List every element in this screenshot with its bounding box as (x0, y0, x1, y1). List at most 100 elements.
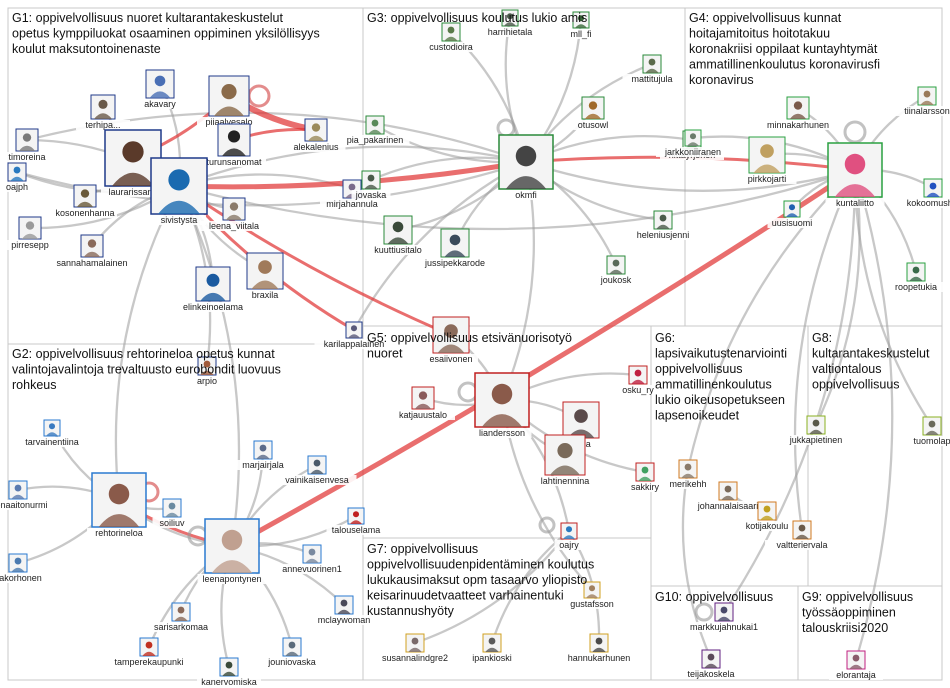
node-leenaaitonurmi: leenaaitonurmi (0, 480, 55, 510)
node-label-bg (622, 74, 682, 84)
node-label-bg (199, 221, 269, 231)
node-avatar-icon (491, 383, 513, 405)
node-label-bg (889, 282, 943, 292)
node-avatar-icon (206, 273, 220, 287)
node-hannukarhunen: hannukarhunen (564, 633, 634, 663)
node-pirresepp: pirresepp (5, 216, 55, 250)
group-title-line: lukio oikeusopetukseen (655, 393, 785, 407)
node-label: marjairjala (242, 460, 284, 470)
edge (853, 169, 894, 661)
node-otusowl: otusowl (573, 96, 613, 130)
node-label-bg (625, 482, 665, 492)
node-avatar-icon-body (11, 494, 25, 499)
node-label: tuomolap (913, 436, 950, 446)
node-avatar-icon (763, 505, 771, 513)
node-label-bg (197, 117, 261, 127)
node-label-bg (245, 290, 285, 300)
node-label: sivistysta (161, 215, 198, 225)
node-kosonenhanna: kosonenhanna (53, 184, 117, 218)
node-elinkeinoelama: elinkeinoelama (176, 266, 250, 312)
node-label: arpio (197, 376, 217, 386)
node-avatar-icon (258, 260, 272, 274)
node-label: tarvainentiina (25, 437, 79, 447)
node-avatar-icon-body (76, 201, 94, 207)
group-title-line: valtiontalous (812, 362, 882, 376)
node-avatar-icon-body (920, 100, 934, 105)
node-sivistysta: sivistysta (150, 157, 208, 225)
node-marjairjala: marjairjala (233, 440, 293, 470)
node-label: sakkiry (631, 482, 660, 492)
node-label-bg (87, 528, 151, 538)
node-label: kanervomiska (201, 677, 257, 687)
node-label: laurarissane (108, 187, 157, 197)
node-label: mattitujula (631, 74, 672, 84)
node-roopetukia: roopetukia (889, 262, 943, 292)
node-label-bg (618, 385, 658, 395)
node-avatar-icon-body (46, 432, 58, 436)
node-label: leenapontynen (202, 574, 261, 584)
edge (178, 168, 856, 231)
node-avatar-icon-body (200, 370, 214, 375)
node-karilappalainen: karilappalainen (314, 321, 394, 349)
node-label: markkujahnukai1 (690, 622, 758, 632)
node-label-bg (2, 182, 32, 192)
node-avatar-icon-body (631, 379, 645, 384)
node-soiliuv: soiliuv (152, 498, 192, 528)
group-title-line: ammatillinenkoulutus (655, 378, 772, 392)
node-label-bg (737, 174, 797, 184)
node-avatar-icon (684, 463, 692, 471)
node-avatar-icon (929, 182, 937, 190)
node-avatar-icon (221, 529, 243, 551)
node-avatar-icon-body (575, 24, 587, 28)
group-title-line: G5: oppivelvollisuus etsivänuorisotyö (367, 331, 572, 345)
node-avatar-icon-body (638, 476, 652, 481)
node-label: karilappalainen (324, 339, 385, 349)
node-label: johannalaisaari (697, 501, 759, 511)
node-label-bg (149, 622, 213, 632)
node-label-bg (76, 120, 130, 130)
group-title-line: koronakriisi oppilaat kuntayhtymät (689, 42, 878, 56)
node-avatar-icon (25, 221, 35, 230)
node-avatar-icon-body (586, 594, 598, 598)
group-title-line: oppivelvollisuus (655, 362, 743, 376)
group-title-line: G9: oppivelvollisuus (802, 590, 913, 604)
node-terhipa: terhipa... (76, 94, 130, 130)
node-leenapontynen: leenapontynen (197, 518, 267, 584)
node-oajry: oajry (554, 522, 584, 550)
node-avatar-icon-body (786, 213, 798, 217)
node-avatar-icon (923, 90, 931, 98)
node-vainikaisenvesa: vainikaisenvesa (277, 455, 357, 485)
node-label-bg (903, 198, 950, 208)
node-label-bg (895, 106, 950, 116)
node-jukkapietinen: jukkapietinen (781, 415, 851, 445)
node-avatar-icon (229, 202, 239, 211)
node-avatar-icon-body (214, 106, 244, 116)
node-avatar-icon (574, 409, 588, 423)
node-label: tamperekaupunki (114, 657, 183, 667)
node-avatar-icon (844, 153, 866, 175)
node-avatar-icon-body (584, 113, 602, 119)
group-title-line: nuoret (367, 347, 403, 361)
node-avatar-icon-body (94, 113, 112, 119)
node-avatar-icon-body (437, 344, 465, 353)
node-layer: akavarypiiaalvesaloterhipa...turunsanoma… (0, 9, 950, 687)
node-avatar-icon (98, 99, 108, 109)
group-title-line: ammatillinenkoulutus koronavirusfi (689, 58, 880, 72)
node-avatar-icon-body (925, 430, 939, 435)
node-ipankioski: ipankioski (465, 633, 519, 663)
node-label-bg (101, 187, 165, 197)
node-avatar-icon (308, 548, 316, 556)
node-piiaalvesalo: piiaalvesalo (197, 75, 261, 127)
edge (686, 169, 856, 470)
node-avatar-icon (648, 58, 656, 66)
node-avatar-icon-body (200, 292, 226, 301)
group-title-g2: G2: oppivelvollisuus rehtorineloa opetus… (12, 347, 281, 392)
node-label: harrihietala (488, 27, 533, 37)
node-jovaska: jovaska (351, 170, 391, 200)
node-avatar-icon-body (305, 558, 319, 563)
group-title-line: G2: oppivelvollisuus rehtorineloa opetus… (12, 347, 275, 361)
node-avatar-icon-body (563, 535, 575, 539)
node-label: terhipa... (85, 120, 120, 130)
group-title-line: lapsivaikutustenarviointi (655, 347, 787, 361)
